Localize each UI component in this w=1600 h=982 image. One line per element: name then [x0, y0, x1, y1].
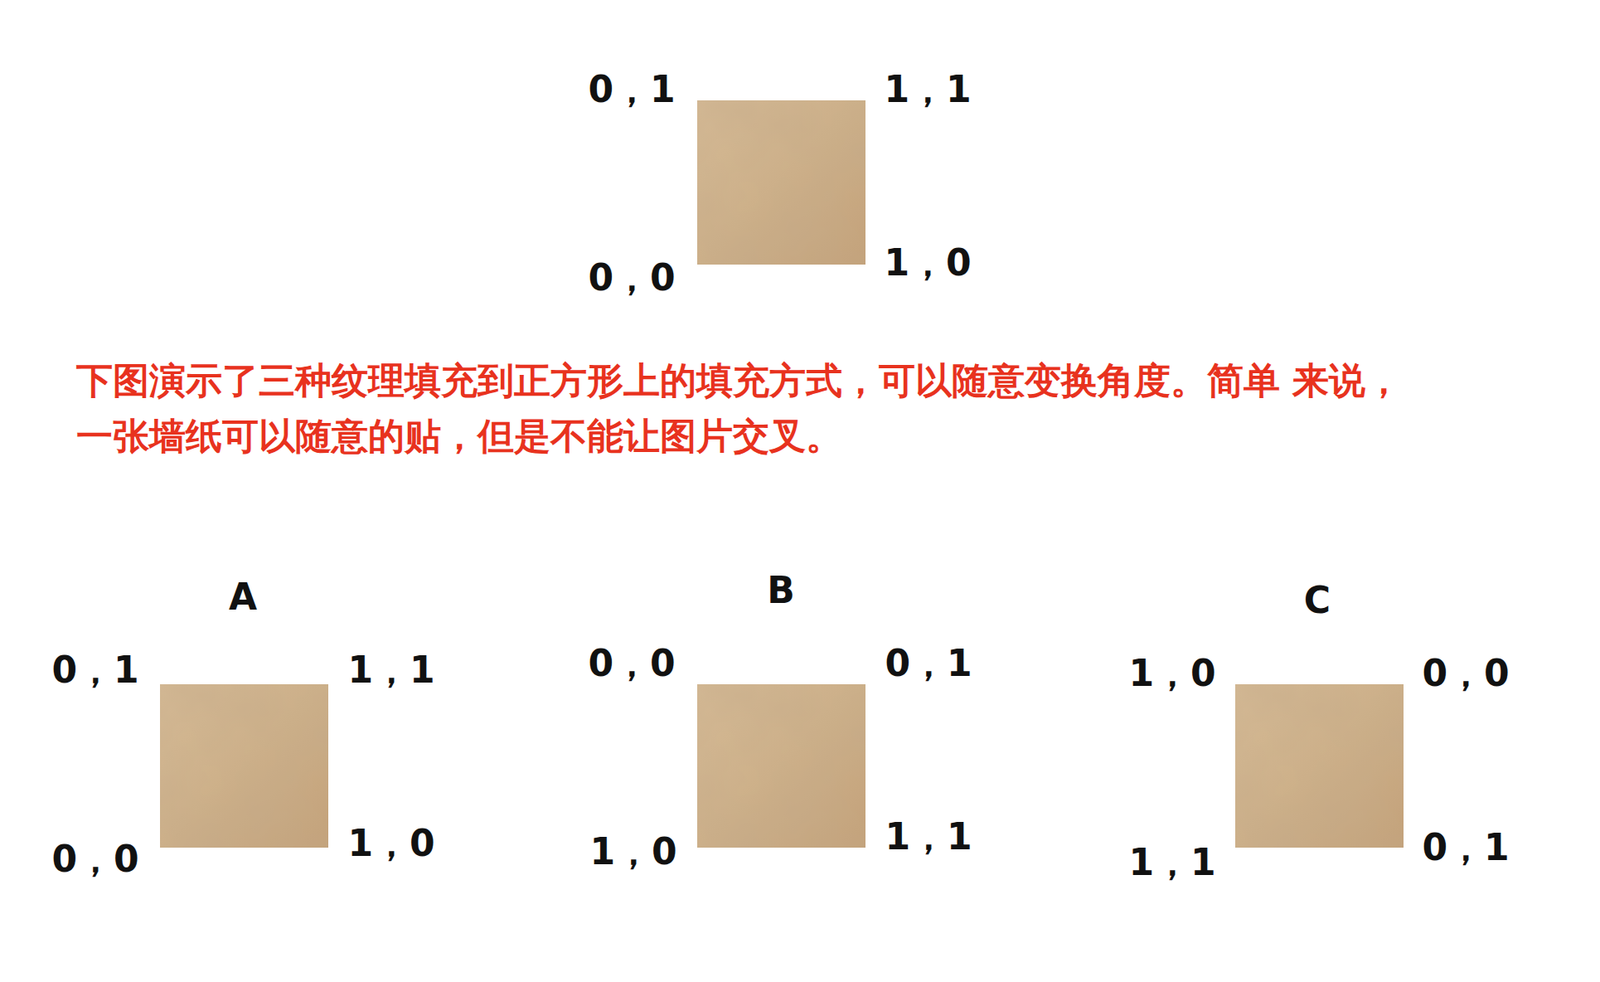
paper-texture: [697, 100, 866, 265]
paper-base: [697, 683, 866, 848]
paper-base: [1235, 683, 1404, 848]
uv-coordinate: 1，1: [347, 651, 435, 689]
uv-coordinate: 0，0: [1421, 654, 1509, 692]
uv-coordinate: 0，1: [1421, 829, 1509, 866]
texture-square: 0，11，10，01，0: [697, 100, 866, 265]
uv-coordinate: 1，0: [347, 824, 435, 862]
uv-coordinate: 1，1: [1128, 843, 1216, 881]
paper-texture: [1235, 683, 1404, 848]
uv-coordinate: 1，0: [589, 833, 677, 870]
panel-title: B: [766, 572, 796, 609]
paper-texture: [697, 683, 866, 848]
panel-title: A: [228, 578, 257, 616]
paper-grain: [1235, 683, 1404, 848]
paper-base: [697, 100, 866, 265]
uv-coordinate: 1，1: [884, 818, 972, 855]
uv-coordinate: 1，1: [883, 71, 971, 108]
texture-square: A0，11，10，01，0: [160, 683, 329, 848]
paper-grain: [697, 100, 866, 265]
note-text: 下图演示了三种纹理填充到正方形上的填充方式，可以随意变换角度。简单 来说，一张墙…: [76, 352, 1436, 464]
uv-coordinate: 0，1: [884, 644, 972, 682]
uv-coordinate: 0，0: [587, 644, 675, 682]
texture-square: B0，00，11，01，1: [697, 683, 866, 848]
uv-coordinate: 0，1: [51, 651, 139, 689]
paper-grain: [697, 683, 866, 848]
uv-coordinate: 0，0: [51, 840, 139, 878]
uv-coordinate: 1，0: [1128, 654, 1216, 692]
panel-title: C: [1304, 581, 1331, 619]
texture-square: C1，00，01，10，1: [1235, 683, 1404, 848]
uv-coordinate: 0，1: [587, 71, 675, 108]
paper-grain: [160, 683, 329, 848]
uv-coordinate: 1，0: [883, 244, 971, 282]
uv-coordinate: 0，0: [587, 259, 675, 296]
paper-texture: [160, 683, 329, 848]
paper-base: [160, 683, 329, 848]
